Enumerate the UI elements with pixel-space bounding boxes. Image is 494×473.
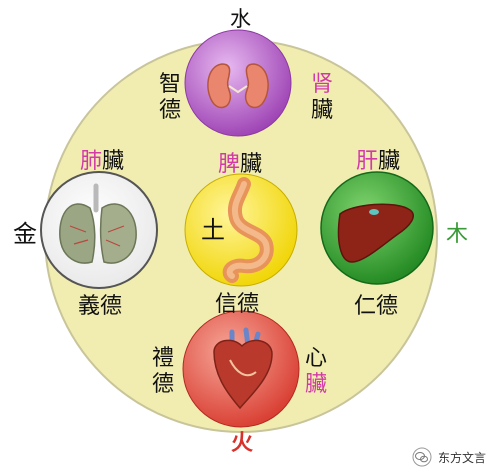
watermark: 东方文言	[412, 447, 486, 467]
organ-lung-label: 肺臟	[80, 149, 124, 175]
kidney-icon	[207, 63, 269, 109]
lung-circle	[40, 171, 158, 289]
organ-liver-suffix: 臟	[378, 149, 401, 174]
lung-icon	[59, 183, 137, 264]
liver-icon	[337, 203, 414, 263]
organ-liver-label: 肝臟	[356, 149, 400, 175]
virtue-benevolence-label: 仁德	[354, 294, 399, 319]
element-fire-label: 火	[231, 431, 254, 456]
organ-heart-suffix: 臟	[304, 372, 327, 397]
virtue-righteousness-label: 義德	[78, 294, 123, 319]
organ-heart-prefix: 心	[304, 346, 327, 371]
watermark-text: 东方文言	[437, 450, 486, 465]
heart-icon	[213, 327, 273, 410]
organ-heart-label: 心臟	[304, 346, 328, 398]
kidney-circle	[184, 29, 292, 137]
virtue-faith-label: 信德	[215, 292, 260, 317]
element-wood-label: 木	[446, 222, 469, 247]
organ-kidney-label: 肾臟	[310, 72, 334, 124]
organ-lung-suffix: 臟	[102, 149, 125, 174]
element-metal-label: 金	[13, 220, 37, 248]
organ-spleen-suffix: 臟	[240, 152, 263, 177]
organ-spleen-label: 脾臟	[218, 152, 262, 178]
wechat-icon	[412, 447, 432, 467]
organ-spleen-prefix: 脾	[218, 152, 241, 177]
element-water-label: 水	[230, 7, 251, 31]
organ-kidney-prefix: 肾	[310, 72, 333, 97]
element-earth-label: 土	[201, 216, 225, 244]
organ-liver-prefix: 肝	[356, 149, 379, 174]
organ-lung-prefix: 肺	[80, 149, 103, 174]
organ-kidney-suffix: 臟	[310, 98, 333, 123]
virtue-propriety-label: 禮德	[151, 346, 174, 397]
virtue-wisdom-label: 智德	[158, 72, 181, 123]
stomach-icon	[222, 177, 274, 283]
